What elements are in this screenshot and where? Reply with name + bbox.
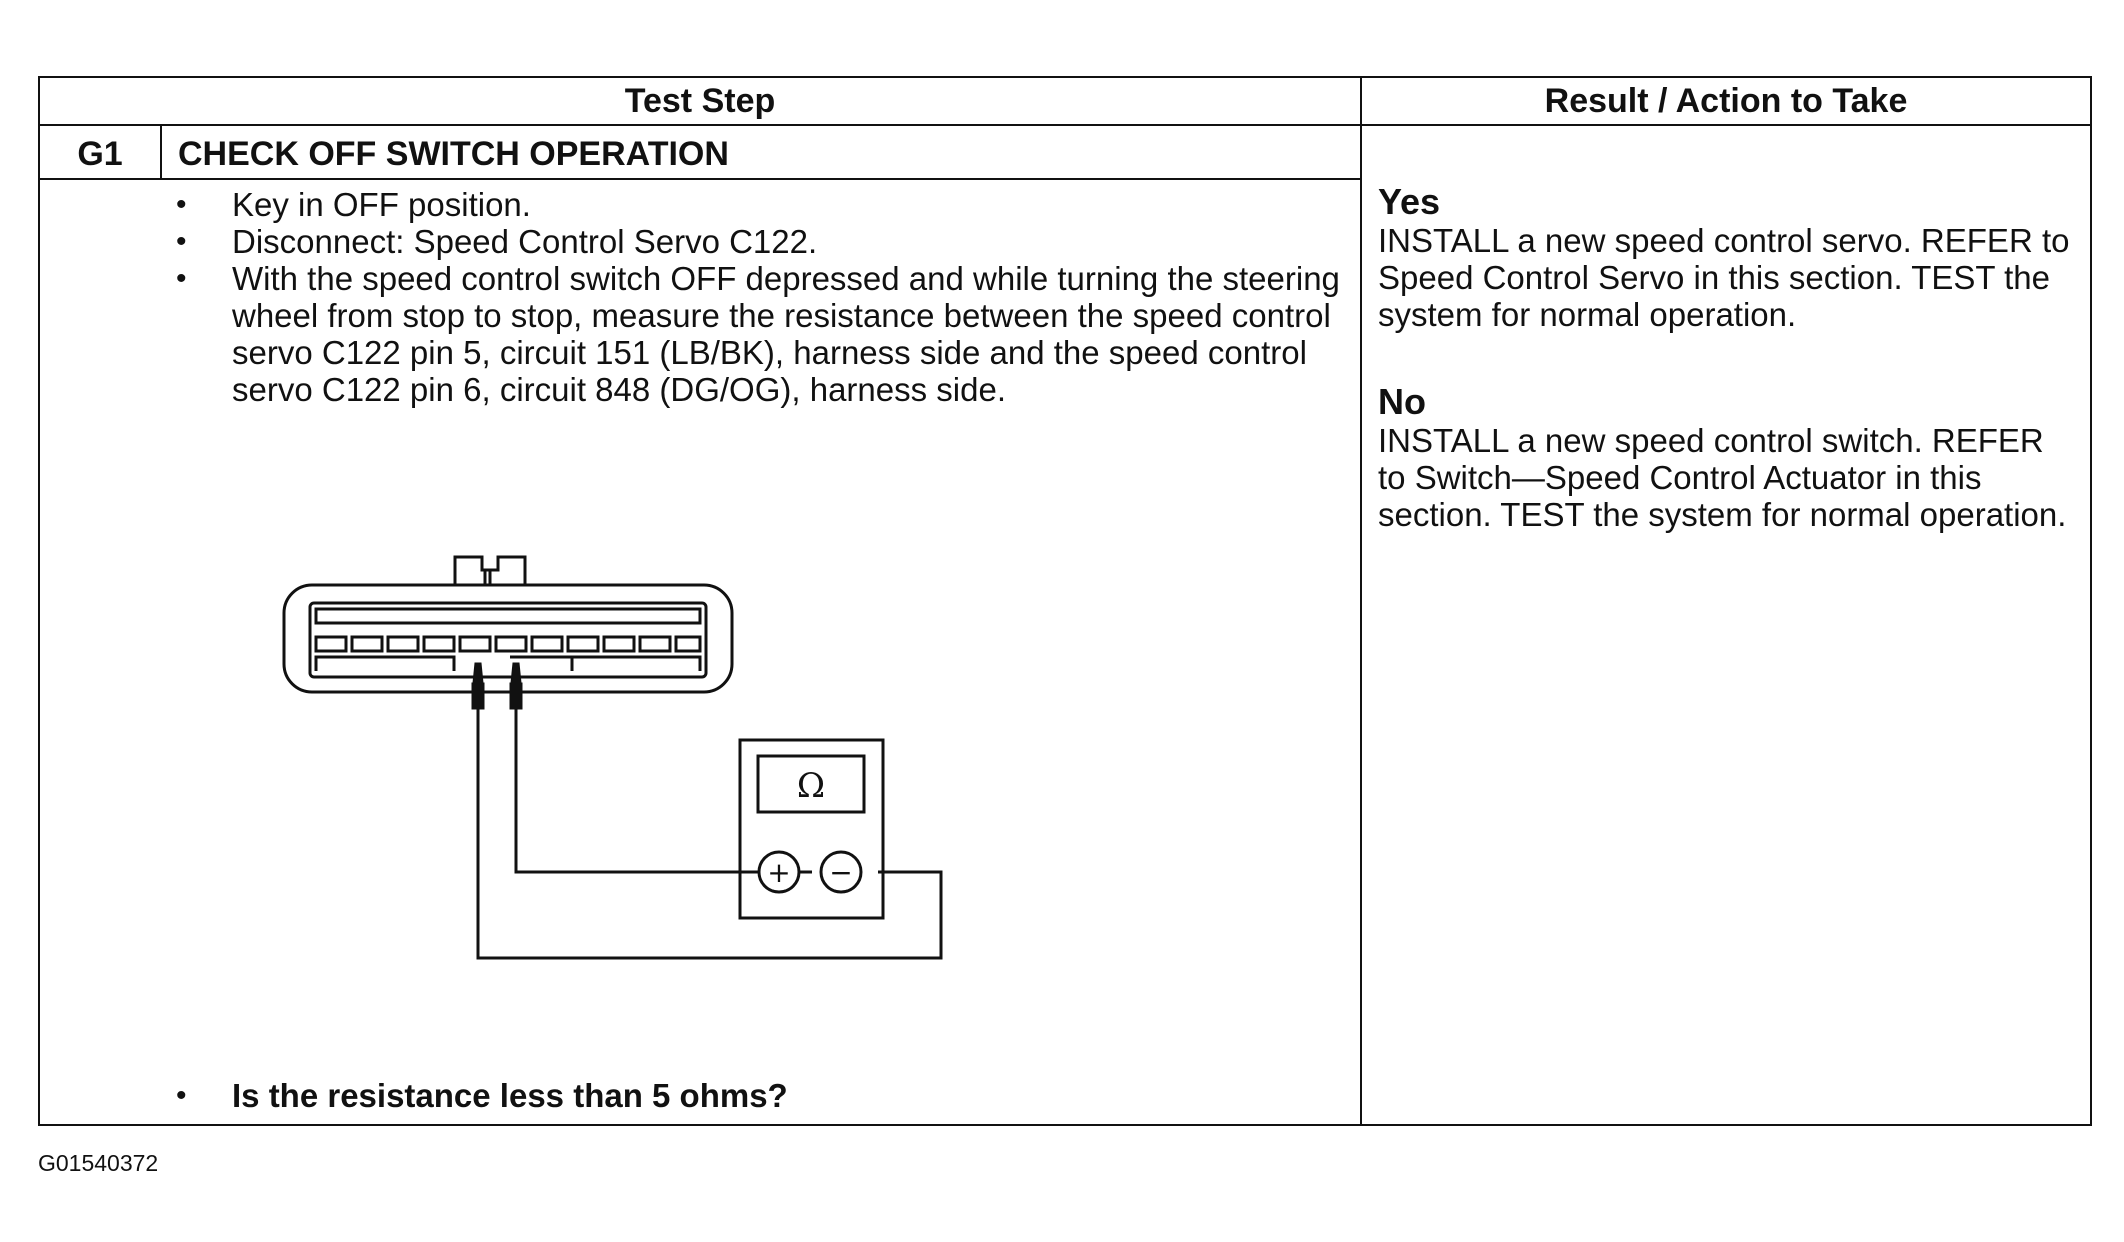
header-underline: [40, 124, 2090, 126]
lead-wire-red: [514, 709, 812, 874]
test-step-table: Test Step Result / Action to Take G1 CHE…: [38, 76, 2092, 1126]
meter-plus-terminal: +: [767, 856, 790, 889]
title-underline: [40, 178, 1360, 180]
result-no-text: INSTALL a new speed control switch. REFE…: [1378, 422, 2067, 533]
result-yes-text: INSTALL a new speed control servo. REFER…: [1378, 222, 2070, 333]
result-no-label: No: [1378, 381, 1426, 422]
instruction-item: Disconnect: Speed Control Servo C122.: [170, 223, 1340, 260]
instruction-item: With the speed control switch OFF depres…: [170, 260, 1340, 408]
result-no: No INSTALL a new speed control switch. R…: [1378, 381, 2078, 534]
test-instructions: Key in OFF position. Disconnect: Speed C…: [170, 186, 1340, 408]
connector-ohmmeter-diagram: Ω + −: [282, 555, 943, 960]
result-yes-label: Yes: [1378, 181, 1441, 222]
result-yes: Yes INSTALL a new speed control servo. R…: [1378, 181, 2078, 334]
figure-code: G01540372: [38, 1150, 159, 1176]
lead-wire-black: [476, 709, 943, 960]
step-id: G1: [77, 135, 123, 173]
connector-icon: [282, 555, 734, 694]
id-divider: [160, 126, 162, 180]
test-question: Is the resistance less than 5 ohms?: [170, 1076, 788, 1116]
meter-minus-terminal: −: [829, 856, 852, 889]
probe-leads: [471, 662, 523, 710]
ohmmeter-icon: Ω + −: [738, 738, 885, 920]
step-title: CHECK OFF SWITCH OPERATION: [178, 135, 729, 173]
header-test-step: Test Step: [624, 82, 776, 120]
meter-ohm-symbol: Ω: [797, 766, 825, 806]
header-result-action: Result / Action to Take: [1544, 82, 1908, 120]
column-divider: [1360, 78, 1362, 1124]
instruction-item: Key in OFF position.: [170, 186, 1340, 223]
